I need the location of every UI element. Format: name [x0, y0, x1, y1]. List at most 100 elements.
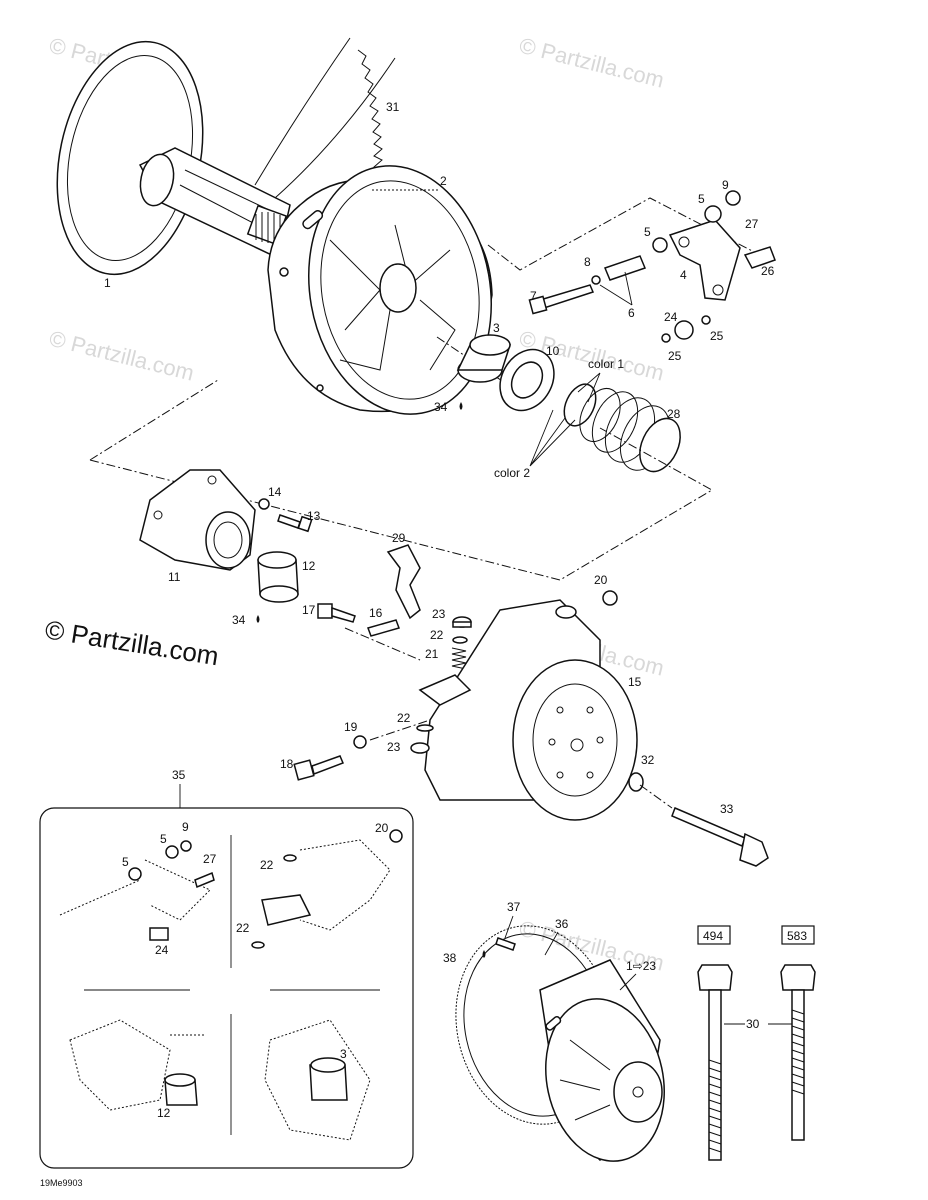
part-23-cap	[410, 742, 430, 754]
partzilla-watermark-main: © Partzilla.com	[43, 614, 221, 671]
label-part-29: 29	[392, 531, 406, 545]
label-part-20: 20	[594, 573, 608, 587]
label-part-12: 12	[302, 559, 316, 573]
label-inset-5b: 5	[122, 855, 129, 869]
part-14-washer	[258, 498, 270, 510]
label-inset-22b: 22	[236, 921, 250, 935]
label-part-21: 21	[425, 647, 439, 661]
label-part-27: 27	[745, 217, 759, 231]
part-5-bushing	[704, 205, 722, 223]
part-21-spring	[451, 647, 467, 670]
part-18-bolt	[293, 755, 344, 781]
part-37-screw	[495, 937, 516, 951]
part-24-roller	[674, 320, 694, 340]
label-inset-5a: 5	[160, 832, 167, 846]
label-part-22a: 22	[430, 628, 444, 642]
label-part-34a: 34	[434, 400, 448, 414]
label-part-19: 19	[344, 720, 358, 734]
label-part-7: 7	[530, 289, 537, 303]
label-part-23b: 23	[387, 740, 401, 754]
part-33-bolt	[671, 807, 769, 867]
part-8-washer	[591, 275, 601, 285]
inset-lever-assembly	[251, 829, 403, 949]
part-20-nut	[602, 590, 618, 606]
label-part-1: 1	[104, 276, 111, 290]
part-6-pin	[604, 255, 646, 281]
label-part-18: 18	[280, 757, 294, 771]
part-2-sliding-half	[267, 165, 493, 415]
part-25-washer	[661, 333, 671, 343]
part-10-washer	[499, 348, 555, 412]
label-part-1-to-23: 1⇨23	[626, 959, 656, 973]
grease-drop-icon	[482, 950, 486, 958]
part-7-bolt	[528, 284, 595, 315]
part-12-bushing	[257, 551, 299, 603]
label-part-16: 16	[369, 606, 383, 620]
label-inset-24: 24	[155, 943, 169, 957]
label-inset-27: 27	[203, 852, 217, 866]
label-part-14: 14	[268, 485, 282, 499]
inset-box	[39, 807, 414, 1169]
part-17-bolt	[317, 603, 356, 623]
inset-arm-assembly	[59, 840, 215, 941]
label-part-22b: 22	[397, 711, 411, 725]
label-part-9: 9	[722, 178, 729, 192]
label-part-6: 6	[628, 306, 635, 320]
label-part-36: 36	[555, 917, 569, 931]
part-15-hub	[418, 599, 638, 821]
label-part-34b: 34	[232, 613, 246, 627]
label-part-24: 24	[664, 310, 678, 324]
label-inset-3: 3	[340, 1047, 347, 1061]
part-3-bushing	[456, 334, 512, 383]
label-part-5a: 5	[698, 192, 705, 206]
part-29-lever	[386, 544, 421, 620]
label-part-35: 35	[172, 768, 186, 782]
label-part-2: 2	[440, 174, 447, 188]
label-part-37: 37	[507, 900, 521, 914]
part-22-washer	[452, 636, 468, 644]
part-11-spider	[139, 469, 256, 571]
label-inset-9: 9	[182, 820, 189, 834]
grease-drop-icon	[256, 615, 260, 623]
part-22-washer	[416, 724, 434, 732]
label-part-28: 28	[667, 407, 681, 421]
label-color-1: color 1	[588, 357, 624, 371]
label-inset-20: 20	[375, 821, 389, 835]
label-part-15: 15	[628, 675, 642, 689]
watermark-text: © Partzilla.com	[517, 33, 667, 93]
label-box-494: 494	[703, 929, 723, 943]
label-part-8: 8	[584, 255, 591, 269]
label-inset-22a: 22	[260, 858, 274, 872]
label-part-25a: 25	[710, 329, 724, 343]
label-part-13: 13	[307, 509, 321, 523]
label-part-32: 32	[641, 753, 655, 767]
inset-spider-bushing	[69, 1019, 205, 1111]
part-5-bushing	[652, 237, 668, 253]
label-part-38: 38	[443, 951, 457, 965]
part-4-arm-assembly	[668, 219, 776, 301]
label-part-3: 3	[493, 321, 500, 335]
label-part-11: 11	[168, 570, 181, 584]
label-part-5b: 5	[644, 225, 651, 239]
part-32-washer	[628, 772, 644, 792]
label-part-30: 30	[746, 1017, 760, 1031]
label-part-10: 10	[546, 344, 560, 358]
assembly-outline-middle	[89, 379, 714, 581]
label-part-33: 33	[720, 802, 734, 816]
part-25-washer	[701, 315, 711, 325]
label-part-23a: 23	[432, 607, 446, 621]
part-13-screw	[277, 514, 313, 533]
grease-drop-icon	[459, 402, 463, 410]
part-1-fixed-sheave	[56, 40, 291, 276]
label-part-31: 31	[386, 100, 400, 114]
label-part-26: 26	[761, 264, 775, 278]
label-color-2: color 2	[494, 466, 530, 480]
inset-bushing-3	[264, 1019, 371, 1141]
part-30-bolt-494	[697, 925, 733, 1161]
label-part-17: 17	[302, 603, 316, 617]
label-part-25b: 25	[668, 349, 682, 363]
part-16-pin	[367, 619, 400, 637]
diagram-code: 19Me9903	[40, 1178, 83, 1188]
part-28-spring	[563, 383, 681, 473]
